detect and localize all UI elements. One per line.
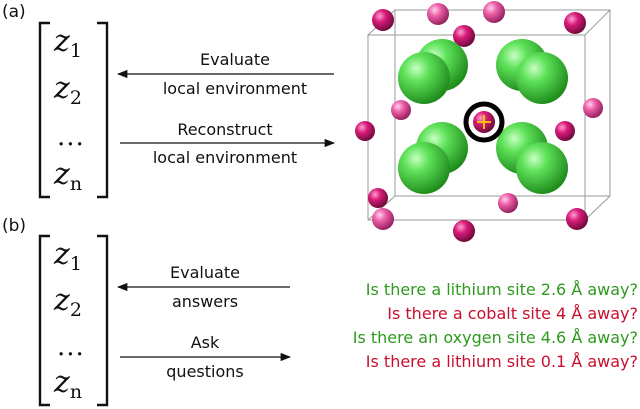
vector-b-entry-n: zn xyxy=(54,365,83,403)
cobalt-atom xyxy=(583,98,603,118)
oxygen-atom xyxy=(355,121,375,141)
panel-b-label: (b) xyxy=(2,216,27,236)
crystal-structure xyxy=(355,1,611,242)
cobalt-atom xyxy=(483,1,505,23)
vector-a-entry-n: zn xyxy=(54,157,83,195)
evaluate-answers-line1: Evaluate xyxy=(170,263,240,282)
vector-bracket-a xyxy=(38,21,109,199)
reconstruct-label-a: Reconstruct xyxy=(120,119,330,141)
oxygen-atom xyxy=(453,25,475,47)
reconstruct-line1: Reconstruct xyxy=(177,120,273,139)
ask-label-b: Ask xyxy=(130,332,280,354)
question-item: Is there a cobalt site 4 Å away? xyxy=(387,304,638,323)
evaluate-line2: local environment xyxy=(162,79,308,98)
vector-b-ellipsis: ... xyxy=(57,332,85,362)
evaluate-sub-label-a: local environment xyxy=(140,78,330,100)
cobalt-atom xyxy=(391,100,411,120)
lithium-atom xyxy=(398,52,450,104)
vector-a-entry-2: z2 xyxy=(54,71,82,109)
center-site-marker xyxy=(463,101,505,143)
vector-b-entry-2: z2 xyxy=(54,283,82,321)
evaluate-label-b: Evaluate xyxy=(130,262,280,284)
evaluate-label-a: Evaluate xyxy=(140,49,330,71)
evaluate-answers-line2: answers xyxy=(171,292,239,311)
questions-list: Is there a lithium site 2.6 Å away? Is t… xyxy=(353,278,638,374)
ask-line1: Ask xyxy=(190,333,220,352)
evaluate-sub-label-b: answers xyxy=(130,291,280,313)
oxygen-atom xyxy=(372,9,394,31)
ask-line2: questions xyxy=(166,362,244,381)
lithium-atom xyxy=(516,52,568,104)
vector-a-ellipsis: ... xyxy=(57,122,85,152)
ask-sub-label-b: questions xyxy=(130,361,280,383)
oxygen-atom xyxy=(368,188,388,208)
panel-a-label: (a) xyxy=(2,2,26,22)
vector-bracket-b xyxy=(38,234,109,407)
evaluate-line1: Evaluate xyxy=(200,50,270,69)
lithium-atom xyxy=(398,142,450,194)
oxygen-atom xyxy=(555,121,575,141)
reconstruct-line2: local environment xyxy=(152,148,298,167)
reconstruct-sub-label-a: local environment xyxy=(120,147,330,169)
oxygen-atom xyxy=(564,12,586,34)
vector-b-entry-1: z1 xyxy=(54,237,82,275)
oxygen-atom xyxy=(453,220,475,242)
question-item: Is there a lithium site 0.1 Å away? xyxy=(365,352,638,371)
cobalt-atom xyxy=(427,3,449,25)
question-item: Is there a lithium site 2.6 Å away? xyxy=(365,280,638,299)
lithium-atom xyxy=(516,142,568,194)
oxygen-atom xyxy=(566,208,588,230)
question-item: Is there an oxygen site 4.6 Å away? xyxy=(352,328,638,347)
cobalt-atom xyxy=(372,208,394,230)
cobalt-atom xyxy=(498,193,518,213)
vector-a-entry-1: z1 xyxy=(54,24,82,62)
